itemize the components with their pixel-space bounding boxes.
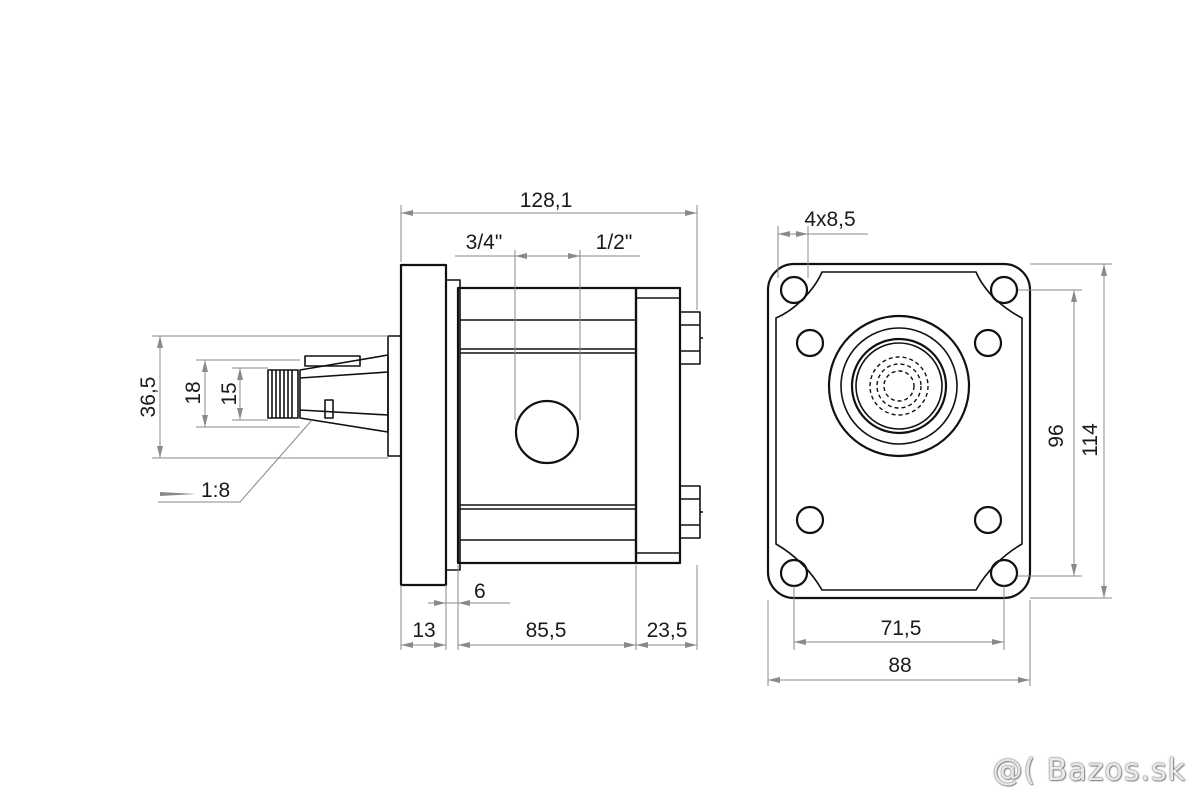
dim-cone-major: 18 bbox=[182, 381, 205, 404]
shaft-thread bbox=[267, 369, 299, 419]
rear-cover bbox=[634, 286, 682, 565]
side-dimensions: 128,1 3/4" 1/2" 36,5 18 15 1:8 bbox=[137, 189, 698, 650]
pilot-boss-outer bbox=[827, 314, 971, 458]
dim-hole-spacing-h: 71,5 bbox=[881, 617, 922, 640]
side-view bbox=[267, 263, 703, 587]
mount-hole-tl bbox=[779, 275, 809, 305]
dim-body-length: 85,5 bbox=[526, 619, 567, 642]
shaft-thread-hidden bbox=[869, 356, 929, 416]
pilot-boss-inner bbox=[840, 327, 958, 445]
bolt-hole-bl bbox=[795, 505, 825, 535]
dim-taper: 1:8 bbox=[201, 479, 230, 502]
dim-spigot: 6 bbox=[474, 580, 486, 603]
mount-hole-br bbox=[989, 558, 1019, 588]
bolt-hole-tr bbox=[973, 328, 1003, 358]
dim-port-outlet: 1/2" bbox=[596, 231, 633, 254]
dim-shaft-dia: 36,5 bbox=[137, 377, 160, 418]
dim-cover-length: 23,5 bbox=[647, 619, 688, 642]
dim-port-inlet: 3/4" bbox=[466, 231, 503, 254]
bolt-hole-tl bbox=[795, 328, 825, 358]
bolt-hole-br bbox=[973, 505, 1003, 535]
dim-mount-holes: 4x8,5 bbox=[804, 208, 855, 231]
dim-flange-thickness: 13 bbox=[412, 619, 435, 642]
dim-width: 88 bbox=[888, 654, 911, 677]
front-flange-outline bbox=[766, 262, 1032, 600]
watermark: @( Bazos.sk bbox=[992, 753, 1186, 788]
flange-spigot bbox=[445, 279, 461, 571]
dim-cone-minor: 15 bbox=[218, 382, 241, 405]
bolt-head-top bbox=[679, 311, 703, 365]
bolt-head-bottom bbox=[679, 485, 703, 539]
mount-hole-bl bbox=[779, 558, 809, 588]
front-inner-outline bbox=[775, 271, 1023, 591]
mounting-flange bbox=[399, 263, 448, 587]
dim-hole-spacing-v: 96 bbox=[1045, 424, 1068, 447]
mount-hole-tr bbox=[989, 275, 1019, 305]
pilot-spigot bbox=[387, 335, 402, 457]
port-circle bbox=[514, 399, 580, 465]
tapered-shaft bbox=[299, 354, 389, 433]
shaft-seal-inner bbox=[855, 342, 943, 430]
shaft-seal-outer bbox=[850, 337, 948, 435]
dim-height: 114 bbox=[1079, 423, 1102, 457]
dim-overall-length: 128,1 bbox=[520, 189, 573, 212]
front-view bbox=[766, 262, 1032, 600]
front-dimensions: 4x8,5 96 114 71,5 88 bbox=[767, 208, 1112, 686]
pump-body bbox=[456, 286, 638, 565]
